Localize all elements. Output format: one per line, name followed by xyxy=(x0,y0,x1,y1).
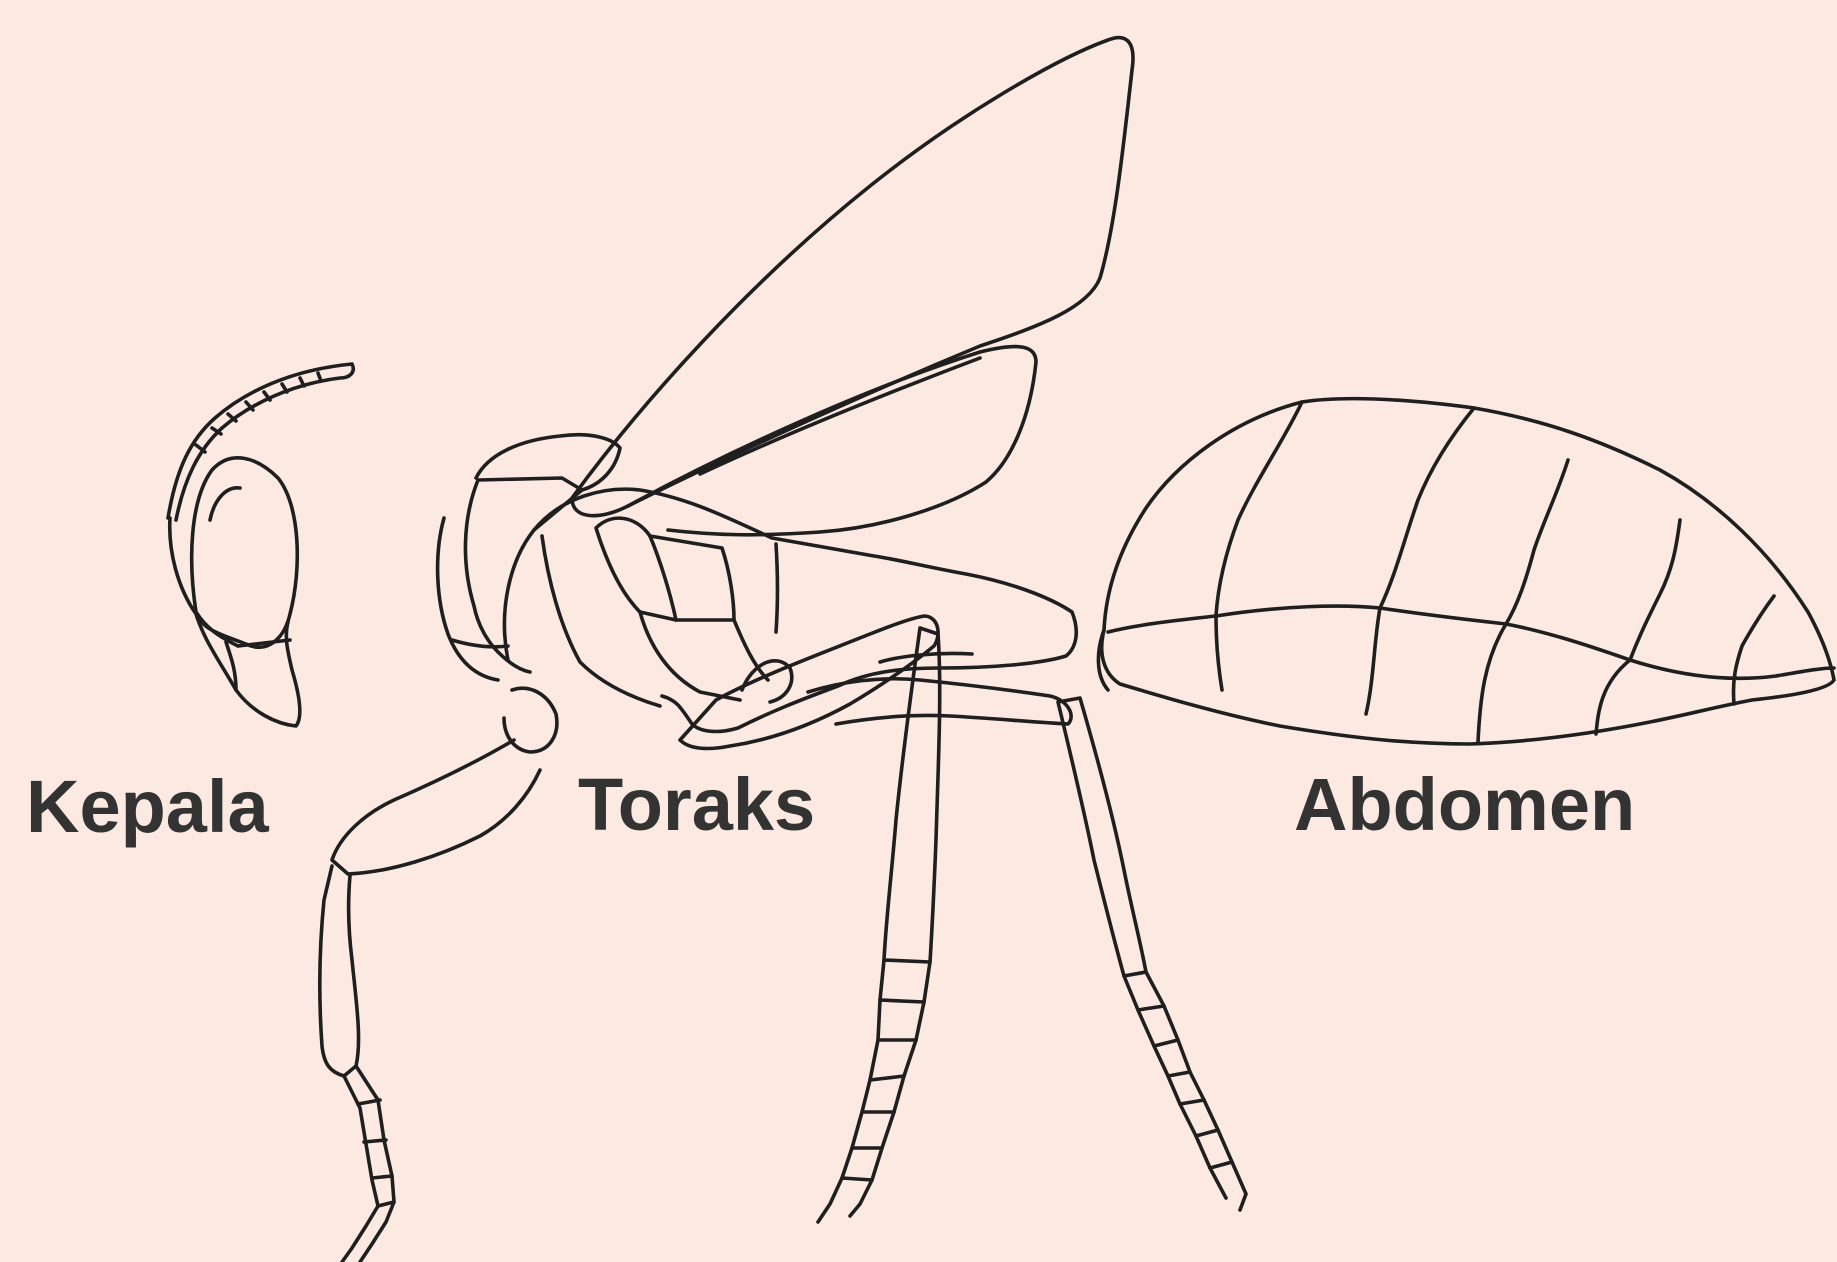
label-abdomen: Abdomen xyxy=(1294,763,1635,846)
label-toraks: Toraks xyxy=(578,763,815,846)
label-kepala: Kepala xyxy=(26,765,270,848)
